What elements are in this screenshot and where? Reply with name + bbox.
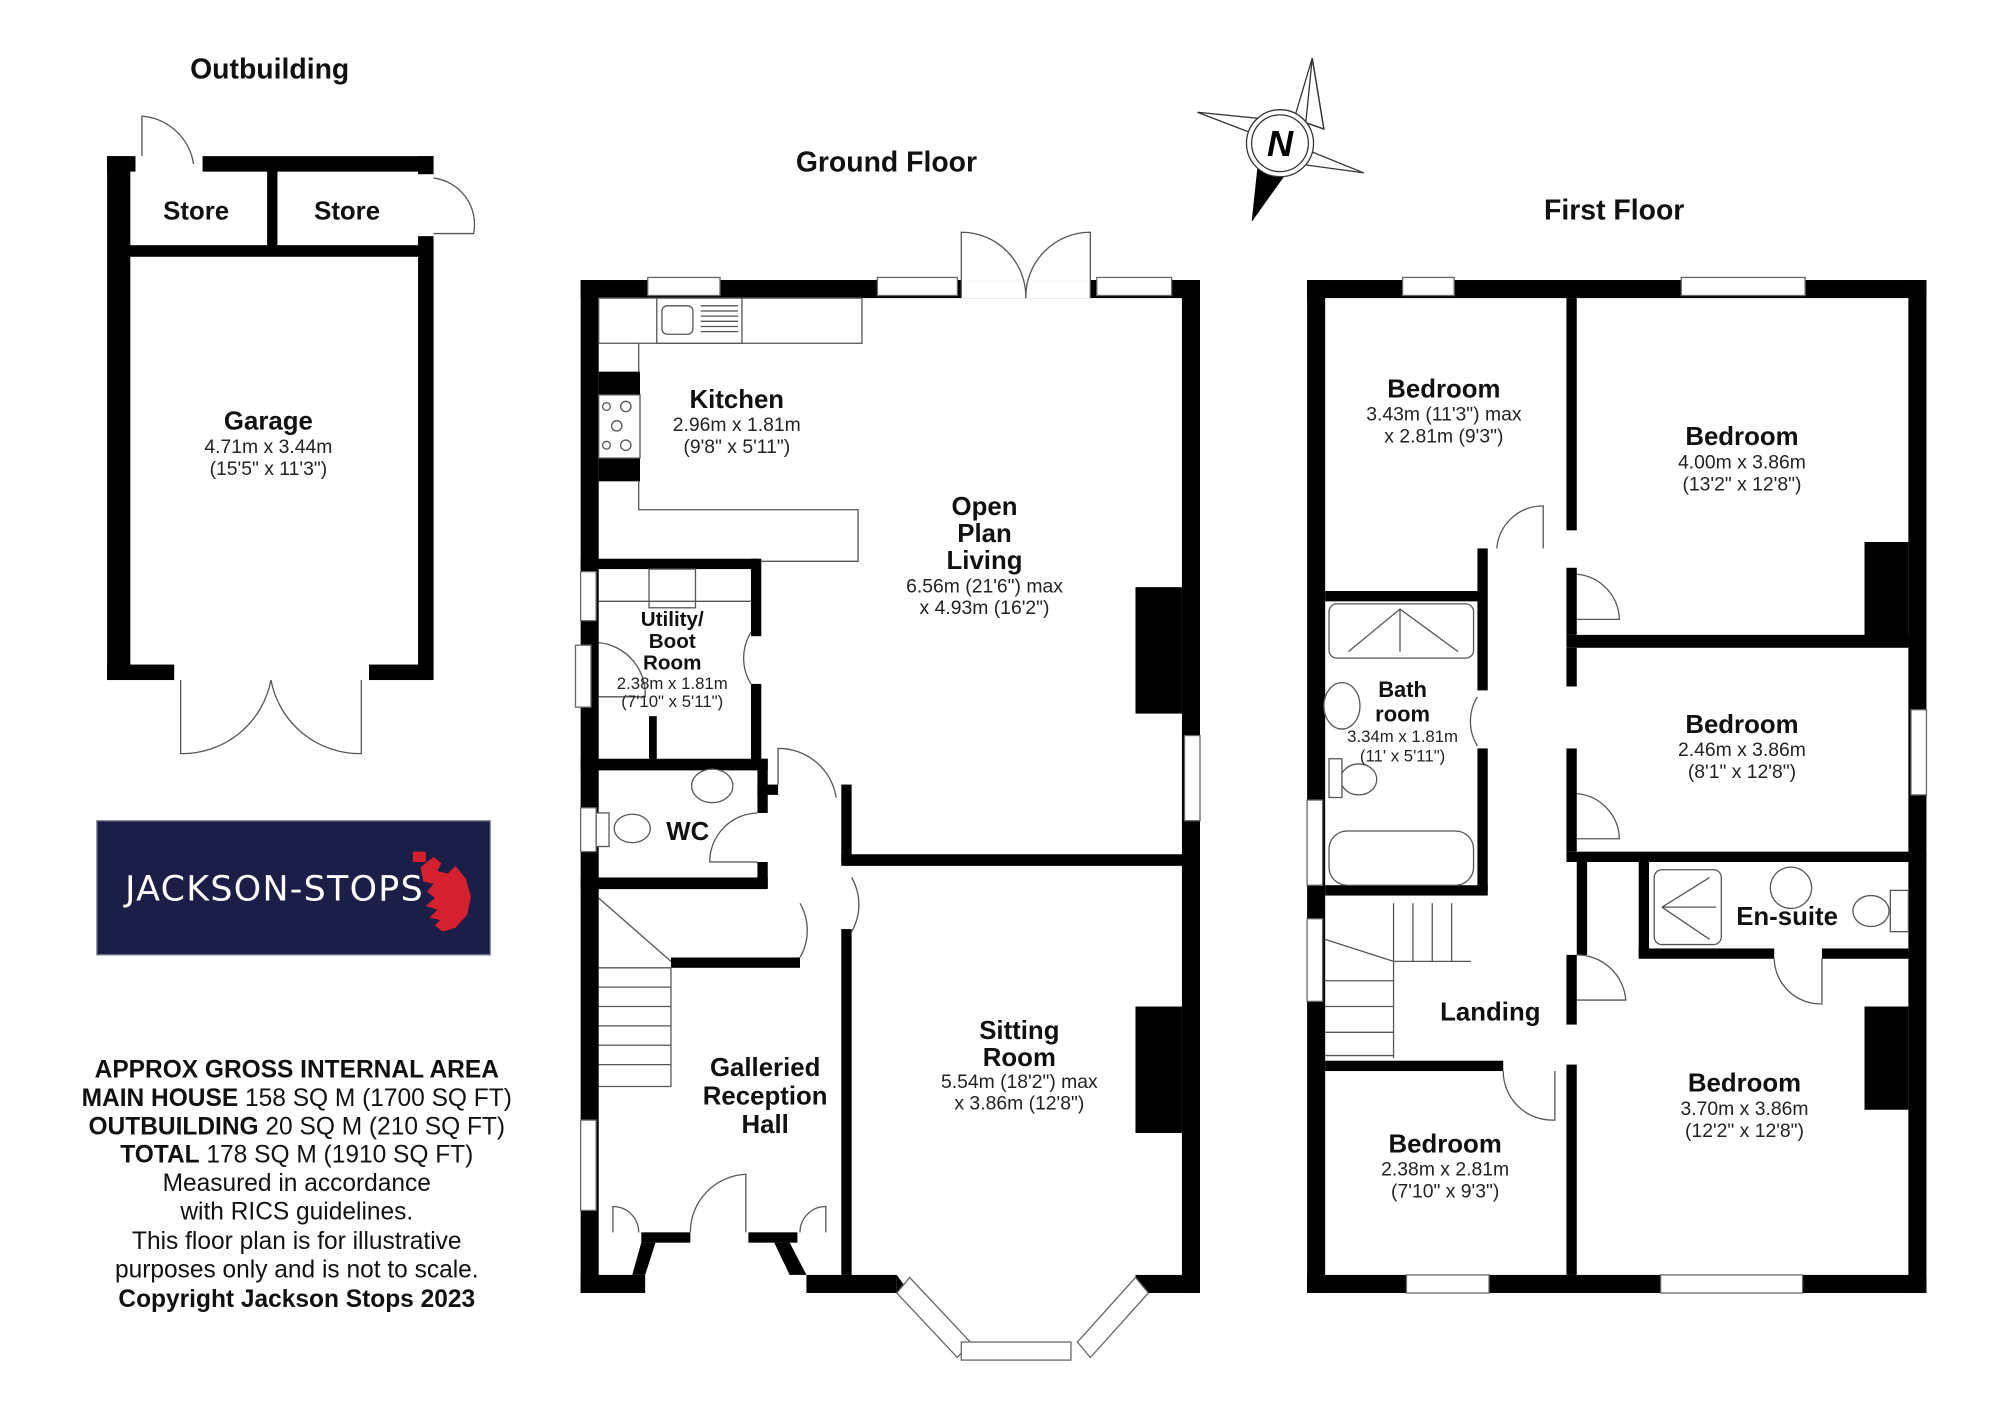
porch-door-icon xyxy=(612,1205,640,1233)
wc-door-icon xyxy=(709,812,758,863)
area-outbuilding: OUTBUILDING 20 SQ M (210 SQ FT) xyxy=(89,1113,506,1140)
room-dimension-imperial: (8'1" x 12'8") xyxy=(1688,761,1796,783)
side-door-icon xyxy=(598,641,646,698)
ensuite-door-icon xyxy=(1773,958,1823,1005)
room-dimension-imperial: (9'8" x 5'11") xyxy=(683,436,790,458)
utility-sink-icon xyxy=(648,568,697,609)
bay-window xyxy=(895,1276,972,1359)
jackson-stops-logo: JACKSON-STOPS xyxy=(96,820,491,956)
area-note: This floor plan is for illustrative xyxy=(132,1228,462,1255)
room-label-bathroom: Bath xyxy=(1378,677,1427,702)
room-label-utility: Utility/ xyxy=(641,608,704,631)
basin-icon xyxy=(1769,866,1813,910)
room-label-bedroom: Bedroom xyxy=(1685,711,1798,739)
room-label-open-plan-living: Living xyxy=(947,547,1023,575)
bedroom-door-icon xyxy=(1496,505,1544,549)
toilet-icon xyxy=(1340,763,1378,796)
room-label-wc: WC xyxy=(666,818,709,846)
room-dimension-imperial: (12'2" x 12'8") xyxy=(1685,1120,1804,1142)
room-dimension-length: 6.56m (21'6") max xyxy=(906,575,1063,597)
basin-icon xyxy=(1323,681,1361,730)
first-floor-title: First Floor xyxy=(1544,194,1684,226)
area-note: purposes only and is not to scale. xyxy=(115,1257,479,1284)
first-floor-plan: First Floor xyxy=(1306,194,1928,1294)
compass-north-label: N xyxy=(1267,123,1294,164)
outbuilding-plan: Outbuilding Store Store Garage 4.71m x 3… xyxy=(107,54,476,755)
room-label-sitting-room: Sitting xyxy=(979,1017,1059,1045)
room-dimension-width: x 3.86m (12'8") xyxy=(954,1093,1084,1115)
room-label-bedroom: Bedroom xyxy=(1389,1130,1502,1158)
area-info: APPROX GROSS INTERNAL AREA MAIN HOUSE 15… xyxy=(82,1056,512,1313)
room-label-store: Store xyxy=(314,197,380,225)
area-note: Measured in accordance xyxy=(163,1170,431,1197)
room-label-garage: Garage xyxy=(224,408,313,436)
room-label-landing: Landing xyxy=(1440,999,1540,1027)
north-compass-icon: N xyxy=(1197,57,1365,222)
room-label-utility: Boot xyxy=(649,630,696,653)
room-label-bedroom: Bedroom xyxy=(1387,375,1500,403)
french-door-icon xyxy=(960,231,1027,299)
room-dimension-metric: 2.38m x 2.81m xyxy=(1381,1159,1509,1181)
room-label-sitting-room: Room xyxy=(983,1044,1056,1072)
room-label-bedroom: Bedroom xyxy=(1688,1070,1801,1098)
room-label-open-plan-living: Open xyxy=(952,493,1018,521)
garage-door-icon xyxy=(180,679,272,755)
toilet-icon xyxy=(613,813,651,844)
utility-door-icon xyxy=(742,631,752,685)
bathroom-door-icon xyxy=(1469,696,1478,747)
area-heading: APPROX GROSS INTERNAL AREA xyxy=(95,1056,500,1083)
ground-floor-title: Ground Floor xyxy=(796,147,977,179)
outbuilding-title: Outbuilding xyxy=(190,54,349,86)
room-label-open-plan-living: Plan xyxy=(957,520,1011,548)
room-dimension-imperial: (15'5" x 11'3") xyxy=(210,458,328,480)
room-dimension-metric: 3.34m x 1.81m xyxy=(1347,727,1458,746)
sitting-room-door-icon xyxy=(851,877,860,932)
room-dimension-metric: 2.96m x 1.81m xyxy=(673,414,801,436)
bath-icon xyxy=(1328,830,1475,886)
toilet-icon xyxy=(1852,894,1890,928)
room-dimension-metric: 3.70m x 3.86m xyxy=(1681,1098,1809,1120)
room-dimension-metric: 4.00m x 3.86m xyxy=(1678,451,1806,473)
room-label-reception-hall: Reception xyxy=(703,1083,828,1111)
hob-icon xyxy=(598,394,641,459)
basin-icon xyxy=(690,768,734,804)
ground-floor-plan: Ground Floor xyxy=(574,147,1201,1361)
room-dimension-metric: 4.71m x 3.44m xyxy=(204,436,332,458)
area-note: with RICS guidelines. xyxy=(179,1198,413,1225)
store-door-icon xyxy=(433,177,476,235)
room-label-en-suite: En-suite xyxy=(1736,903,1838,931)
living-door-icon xyxy=(777,747,837,798)
room-label-bedroom: Bedroom xyxy=(1685,423,1798,451)
room-dimension-imperial: (13'2" x 12'8") xyxy=(1682,473,1801,495)
shower-icon xyxy=(1328,603,1475,659)
lion-crest-icon xyxy=(412,851,471,932)
room-dimension-length: 5.54m (18'2") max xyxy=(941,1071,1098,1093)
room-label-reception-hall: Hall xyxy=(742,1111,789,1139)
room-dimension-width: x 2.81m (9'3") xyxy=(1384,426,1503,448)
logo-text: JACKSON-STOPS xyxy=(123,870,424,910)
room-dimension-width: x 4.93m (16'2") xyxy=(920,597,1050,619)
room-label-kitchen: Kitchen xyxy=(689,386,784,414)
room-dimension-metric: 2.46m x 3.86m xyxy=(1678,739,1806,761)
area-total: TOTAL 178 SQ M (1910 SQ FT) xyxy=(120,1142,473,1169)
room-dimension-metric: 2.38m x 1.81m xyxy=(617,674,728,693)
cupboard-door-icon xyxy=(799,902,808,958)
area-main-house: MAIN HOUSE 158 SQ M (1700 SQ FT) xyxy=(82,1085,512,1112)
room-label-utility: Room xyxy=(643,652,701,675)
room-dimension-length: 3.43m (11'3") max xyxy=(1366,404,1522,426)
room-dimension-imperial: (11' x 5'11") xyxy=(1360,746,1445,765)
room-dimension-imperial: (7'10" x 5'11") xyxy=(621,692,723,711)
room-label-store: Store xyxy=(163,197,229,225)
sink-icon xyxy=(661,305,694,335)
store-door-icon xyxy=(141,115,195,164)
room-dimension-imperial: (7'10" x 9'3") xyxy=(1391,1181,1499,1203)
copyright: Copyright Jackson Stops 2023 xyxy=(118,1286,475,1313)
front-door-icon xyxy=(689,1173,747,1233)
room-label-bathroom: room xyxy=(1375,701,1430,726)
room-label-reception-hall: Galleried xyxy=(710,1054,820,1082)
